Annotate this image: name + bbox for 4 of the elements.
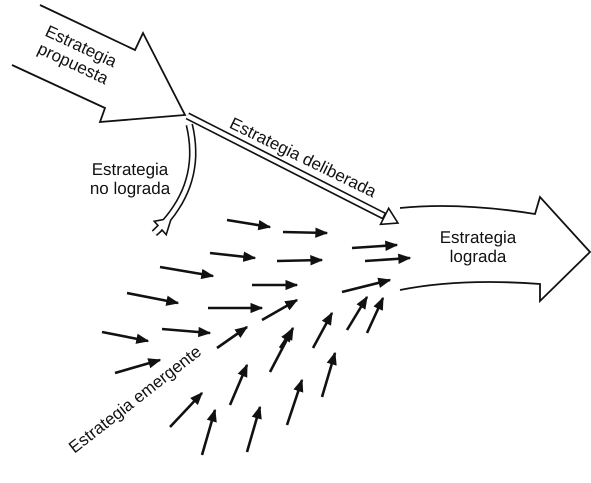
double-line-arrow [150, 124, 196, 237]
edge-label: Estrategia no lograda [88, 160, 172, 198]
arrow-label: Estrategia lograda [438, 228, 518, 266]
double-line-arrow [186, 112, 399, 226]
